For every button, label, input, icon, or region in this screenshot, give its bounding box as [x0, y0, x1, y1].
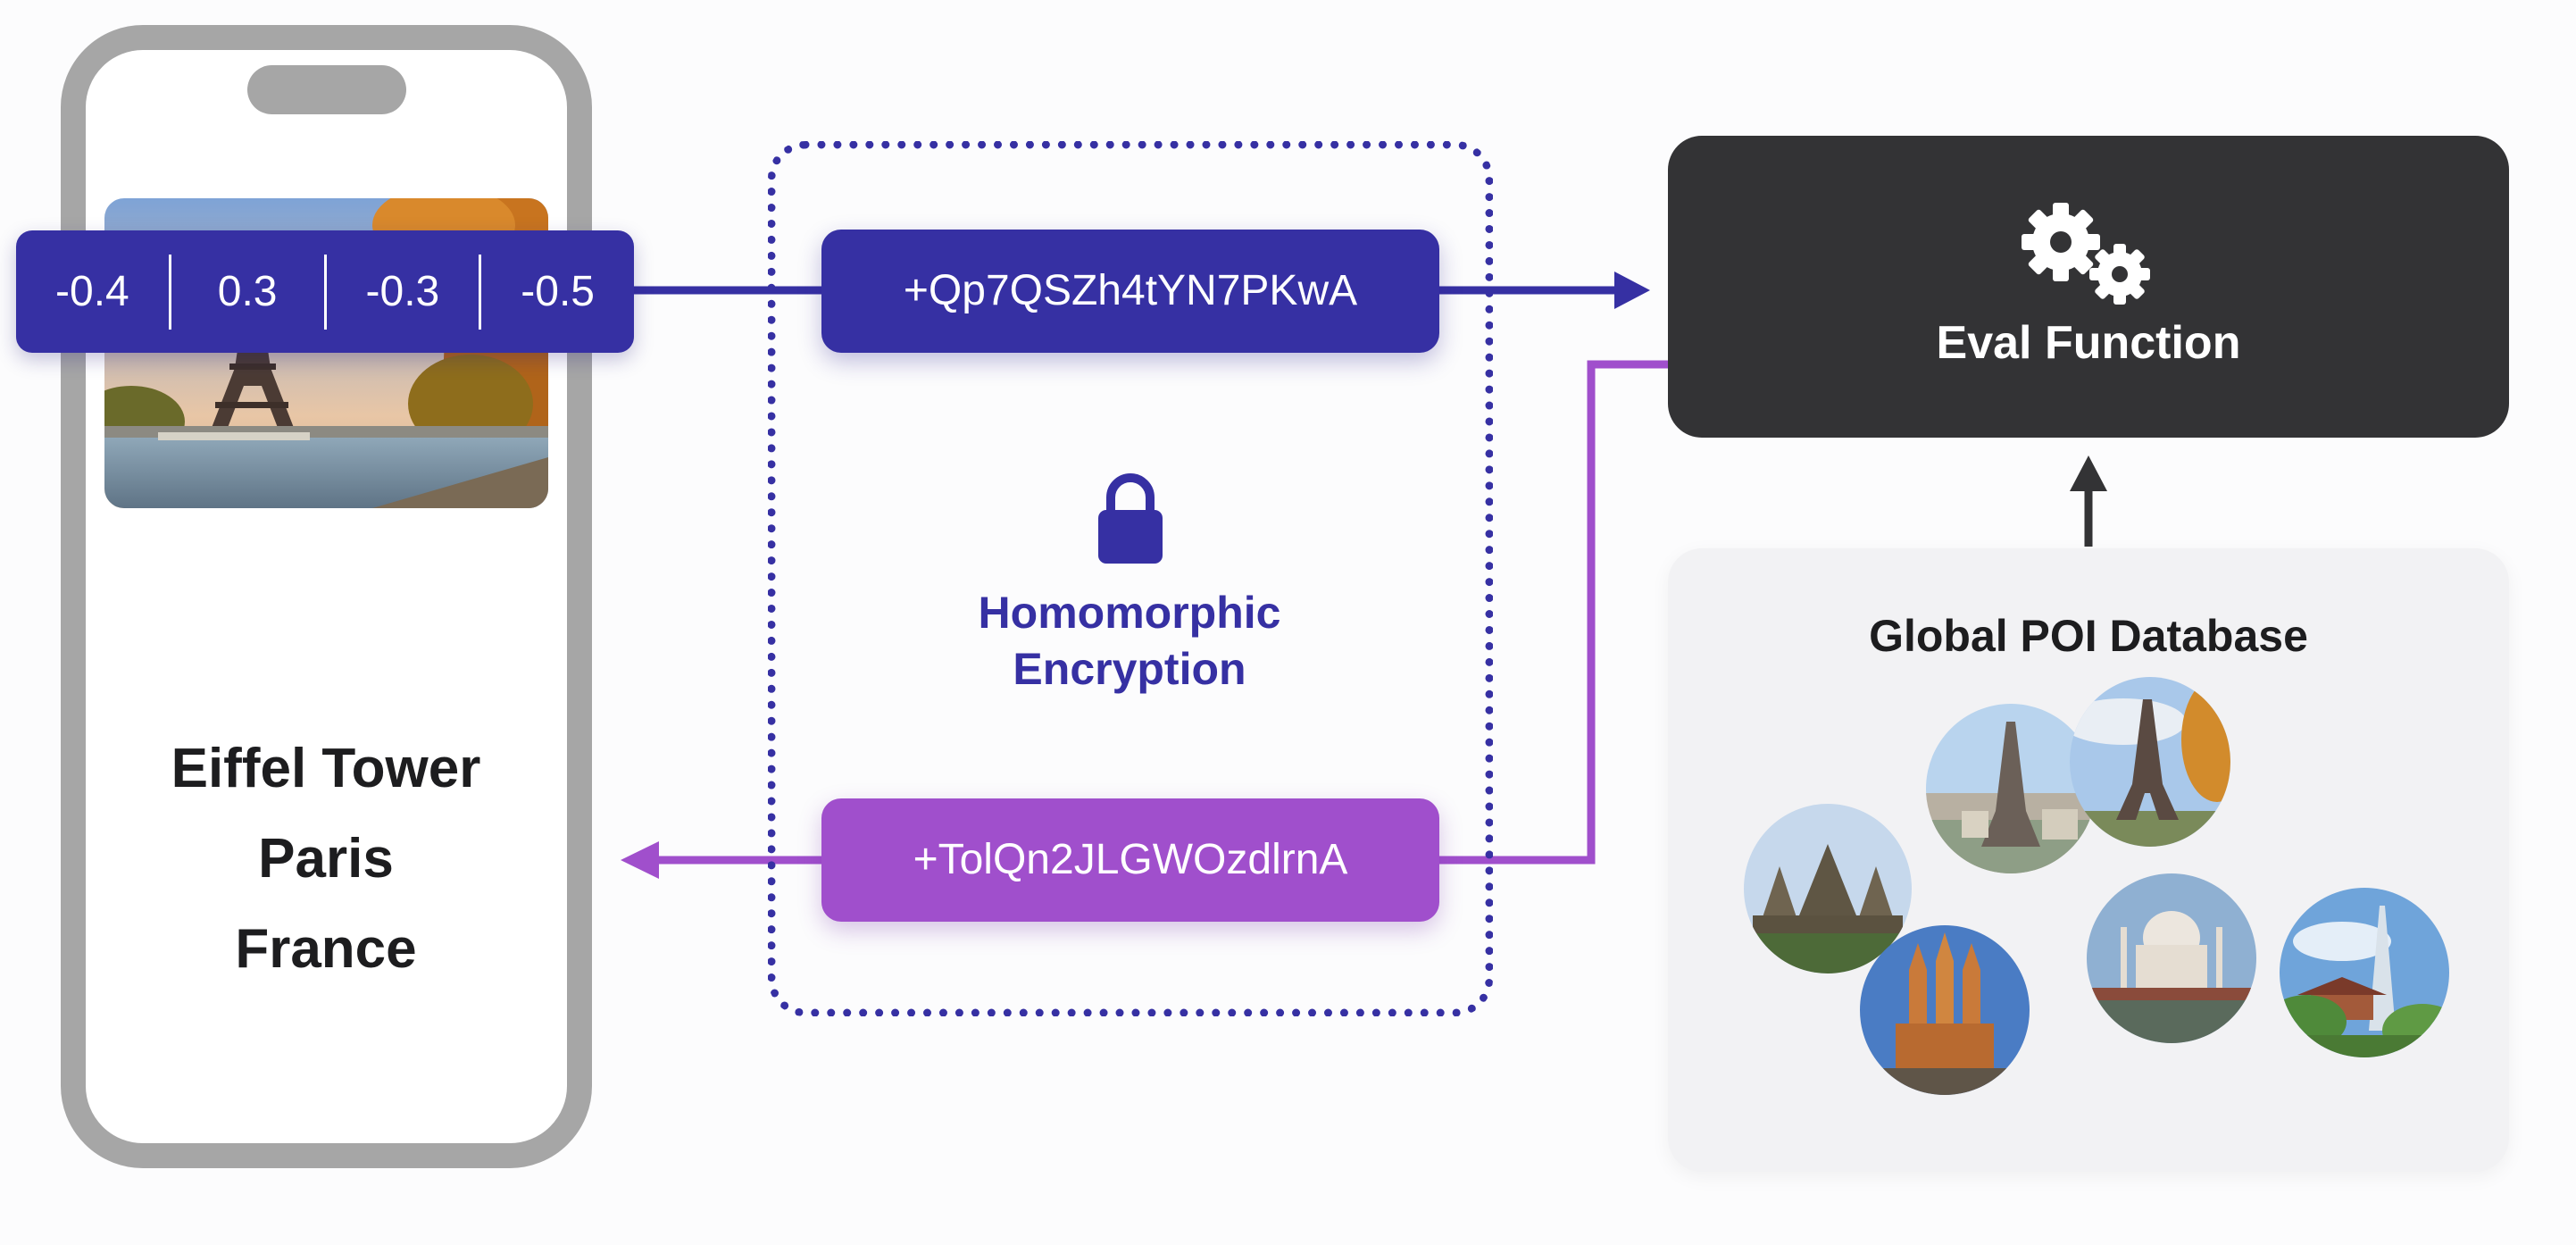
eval-function-label: Eval Function [1936, 317, 2241, 369]
gear-large [2022, 203, 2100, 281]
outgoing-ciphertext: +Qp7QSZh4tYN7PKwA [821, 230, 1439, 353]
poi-result-name: Eiffel Tower [171, 738, 481, 799]
he-label-line: Encryption [1013, 644, 1246, 694]
phone-frame [61, 25, 592, 1168]
eval-function-box [1668, 136, 2509, 438]
encryption-boundary [768, 141, 1493, 1016]
outgoing-arrowhead [1614, 272, 1650, 309]
poi-photo-taj-mahal [2087, 873, 2256, 1043]
he-label-line: Homomorphic [978, 588, 1281, 638]
homomorphic-encryption-label: Homomorphic Encryption [893, 585, 1366, 698]
poi-result-country: France [235, 918, 417, 980]
phone-notch [247, 65, 406, 114]
poi-photo-eiffel-tower [2070, 677, 2230, 847]
db-to-eval-arrowhead [2070, 455, 2107, 491]
poi-photo-angkor-wat [1744, 804, 1912, 973]
poi-photo-sagrada-familia [1860, 925, 2030, 1095]
return-path-line [1435, 360, 1671, 865]
embedding-value: -0.5 [521, 267, 595, 315]
poi-result-city: Paris [258, 828, 394, 890]
embedding-divider [323, 254, 327, 330]
gear-small [2089, 244, 2150, 305]
incoming-ciphertext: +TolQn2JLGWOzdlrnA [821, 798, 1439, 922]
lock-icon [1098, 473, 1163, 564]
embedding-vector: -0.4 0.3 -0.3 -0.5 [16, 230, 634, 353]
embedding-value: -0.4 [55, 267, 129, 315]
poi-photo-paris-skyline [1926, 704, 2096, 873]
gears-icon [2022, 203, 2150, 305]
embedding-divider [168, 254, 171, 330]
embedding-divider [479, 254, 482, 330]
embedding-value: -0.3 [365, 267, 440, 315]
return-arrowhead [621, 841, 659, 879]
global-poi-database-title: Global POI Database [1869, 611, 2308, 661]
poi-photo-lotte-tower [2280, 888, 2449, 1057]
embedding-value: 0.3 [217, 267, 278, 315]
